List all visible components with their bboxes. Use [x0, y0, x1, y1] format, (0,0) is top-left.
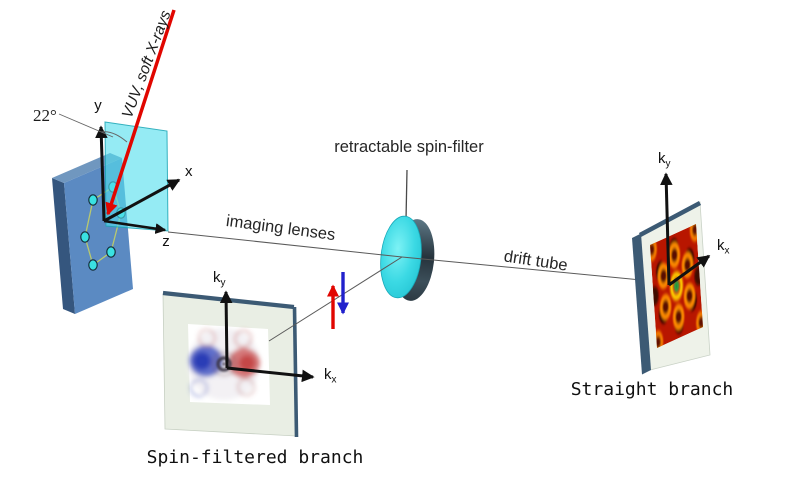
beam-arrow: [105, 9, 176, 216]
spin-map-core: [216, 356, 232, 372]
spin-filtered-k-axes: ky kx: [213, 269, 337, 386]
ky-arrow: [660, 172, 673, 286]
axis-x-label: x: [185, 163, 193, 180]
detector-edge-top: [638, 201, 702, 237]
drift-tube-line: [401, 256, 653, 282]
ky-label: ky: [213, 269, 226, 289]
imaging-lenses-label: imaging lenses: [225, 212, 336, 244]
kx-label: kx: [717, 237, 730, 257]
kx-arrow: [226, 366, 315, 383]
sample-dot: [106, 246, 116, 258]
beam-label: VUV, soft X-rays: [119, 8, 175, 120]
angle-arc: [100, 131, 128, 143]
beam-path-lines: [167, 231, 653, 342]
detector-edge-right: [292, 306, 299, 438]
imaging-lenses-line: [167, 231, 403, 258]
angle-label: 22°: [33, 106, 57, 125]
axis-z-arrow: [103, 219, 167, 235]
sample-dot: [80, 231, 90, 243]
detector-edge-left: [632, 233, 651, 375]
ky-arrow: [219, 290, 233, 369]
axis-z-label: z: [162, 233, 170, 250]
sample-dot: [88, 259, 98, 271]
spin-filter-label: retractable spin-filter: [334, 138, 484, 156]
straight-detector: [632, 201, 711, 375]
ky-label: ky: [658, 150, 671, 170]
axis-y-label: y: [94, 97, 102, 114]
incidence-angle: 22°: [33, 106, 128, 143]
straight-k-axes: ky kx: [658, 150, 730, 287]
drift-tube-label: drift tube: [503, 247, 569, 274]
spin-filtered-branch-label: Spin-filtered branch: [147, 447, 364, 468]
spin-filter-rod: [405, 169, 408, 221]
sample-plate-side: [52, 178, 75, 314]
kx-arrow: [668, 254, 711, 287]
sample-dot: [88, 194, 98, 206]
spin-branch-line: [268, 256, 403, 342]
spin-arrows: [326, 272, 350, 329]
axis-y-arrow: [95, 125, 108, 222]
kx-label: kx: [324, 366, 337, 386]
sample-screen: [104, 121, 169, 232]
spin-filtered-detector: [162, 290, 299, 438]
straight-branch-label: Straight branch: [571, 379, 734, 400]
sample-plate-top: [52, 153, 122, 183]
spin-filter-disk: [380, 169, 435, 301]
angle-leader-line: [58, 113, 114, 138]
